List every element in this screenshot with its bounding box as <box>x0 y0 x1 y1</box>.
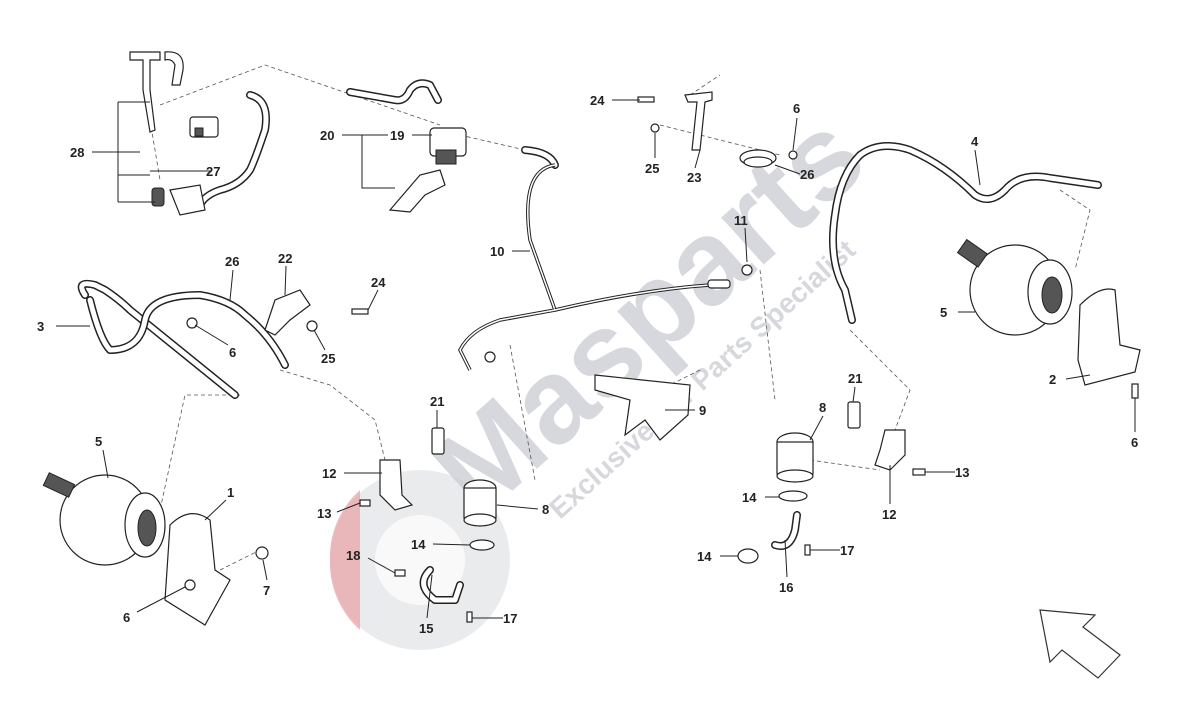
combi-valve-right <box>776 432 814 483</box>
callout-27: 27 <box>206 164 220 179</box>
callout-6: 6 <box>793 101 800 116</box>
callout-15: 15 <box>419 621 433 636</box>
callout-28: 28 <box>70 145 84 160</box>
callout-24: 24 <box>371 275 386 290</box>
callout-13: 13 <box>317 506 331 521</box>
callout-8: 8 <box>819 400 826 415</box>
callout-26: 26 <box>800 167 814 182</box>
callout-22: 22 <box>278 251 292 266</box>
callout-6: 6 <box>123 610 130 625</box>
callout-14: 14 <box>742 490 757 505</box>
leader-lines <box>56 99 1136 619</box>
callout-16: 16 <box>779 580 793 595</box>
callout-12: 12 <box>322 466 336 481</box>
callout-13: 13 <box>955 465 969 480</box>
connection-lines <box>149 64 1091 571</box>
combi-valve-center <box>463 479 497 527</box>
callout-24: 24 <box>590 93 605 108</box>
callout-6: 6 <box>229 345 236 360</box>
callout-12: 12 <box>882 507 896 522</box>
callout-8: 8 <box>542 502 549 517</box>
callout-19: 19 <box>390 128 404 143</box>
callout-21: 21 <box>430 394 444 409</box>
callout-9: 9 <box>699 403 706 418</box>
parts <box>42 51 1141 626</box>
callout-10: 10 <box>490 244 504 259</box>
callout-14: 14 <box>411 537 426 552</box>
callout-3: 3 <box>37 319 44 334</box>
callout-17: 17 <box>503 611 517 626</box>
callout-5: 5 <box>95 434 102 449</box>
watermark-brand: Masparts <box>408 87 889 539</box>
callout-11: 11 <box>734 213 748 228</box>
callout-26: 26 <box>225 254 239 269</box>
callout-6: 6 <box>1131 435 1138 450</box>
hoses <box>77 79 1102 399</box>
callout-labels: 28 27 20 19 24 6 25 23 26 4 11 10 26 22 … <box>37 93 1138 636</box>
callout-25: 25 <box>645 161 659 176</box>
callout-23: 23 <box>687 170 701 185</box>
air-pump-left <box>42 472 166 566</box>
callout-2: 2 <box>1049 372 1056 387</box>
callout-20: 20 <box>320 128 334 143</box>
callout-5: 5 <box>940 305 947 320</box>
callout-7: 7 <box>263 583 270 598</box>
callout-25: 25 <box>321 351 335 366</box>
callout-21: 21 <box>848 371 862 386</box>
callout-14: 14 <box>697 549 712 564</box>
air-pump-right <box>956 238 1073 336</box>
callout-17: 17 <box>840 543 854 558</box>
direction-arrow-icon <box>1039 609 1121 679</box>
callout-1: 1 <box>227 485 234 500</box>
callout-4: 4 <box>971 134 979 149</box>
callout-18: 18 <box>346 548 360 563</box>
